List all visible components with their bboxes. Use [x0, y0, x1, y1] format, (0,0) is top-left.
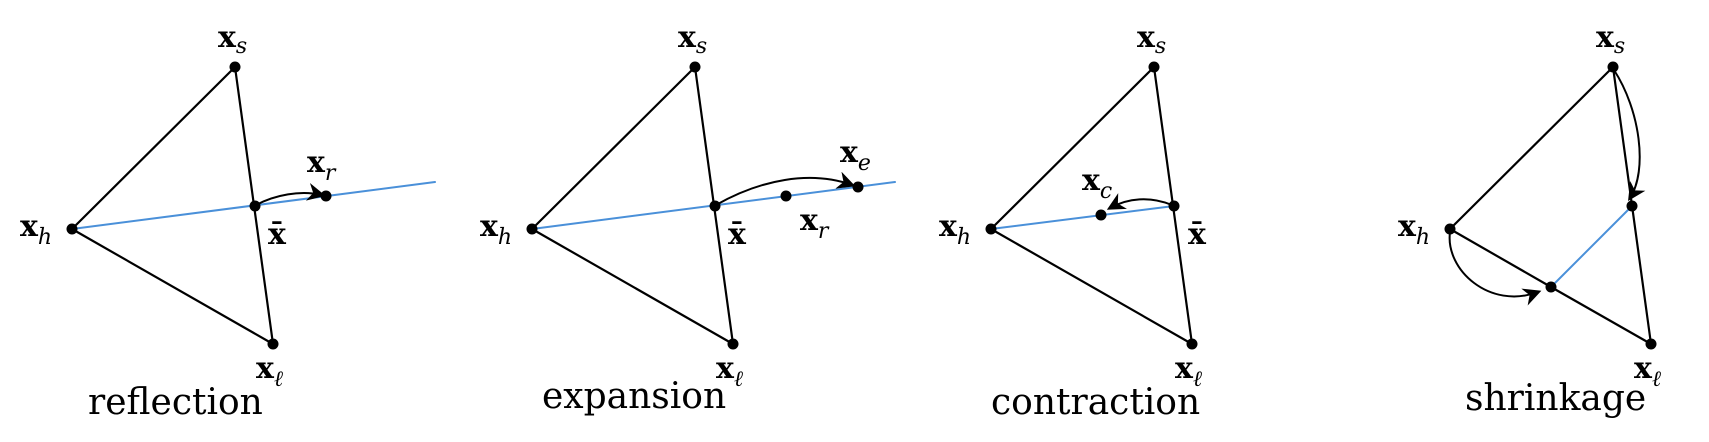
- contraction-arrow: [1106, 193, 1173, 210]
- shrink-edge: [1550, 205, 1633, 288]
- point-centroid: [709, 200, 721, 212]
- label-centroid: x̄: [728, 217, 747, 252]
- reflection-arrow: [255, 183, 326, 206]
- point-shrunk-s: [1626, 200, 1638, 212]
- label-xh: xh: [939, 209, 971, 250]
- edge-mid-l: [1549, 285, 1653, 346]
- shrink-arrow-s: [1613, 69, 1646, 202]
- edge-h-l: [530, 227, 735, 346]
- point-xl: [727, 338, 739, 350]
- expansion-arrow: [715, 171, 856, 206]
- label-xh: xh: [20, 209, 52, 250]
- point-xh: [1444, 223, 1456, 235]
- label-centroid: x̄: [268, 217, 287, 252]
- point-xc: [1095, 209, 1107, 221]
- label-xs: xs: [1596, 20, 1625, 59]
- point-xs: [689, 61, 701, 73]
- panel-shrinkage: xs xh xℓ shrinkage: [1398, 20, 1662, 419]
- label-xs: xs: [1137, 20, 1166, 59]
- label-xl: xℓ: [1175, 351, 1203, 392]
- point-xl: [1645, 338, 1657, 350]
- caption-contraction: contraction: [991, 382, 1200, 423]
- point-xr: [320, 190, 332, 202]
- point-xs: [229, 61, 241, 73]
- edge-h-s: [989, 65, 1156, 231]
- contraction-ray: [990, 205, 1175, 230]
- label-xr: xr: [800, 203, 830, 244]
- shrink-arrow-l: [1448, 231, 1542, 306]
- point-xh: [526, 223, 538, 235]
- edge-h-s: [1448, 65, 1615, 231]
- point-xl: [1186, 338, 1198, 350]
- point-xh: [66, 223, 78, 235]
- label-xl: xℓ: [256, 351, 284, 392]
- caption-shrinkage: shrinkage: [1465, 378, 1646, 419]
- label-centroid: x̄: [1188, 217, 1207, 252]
- label-xe: xe: [840, 135, 871, 176]
- point-centroid: [1168, 200, 1180, 212]
- point-centroid: [249, 200, 261, 212]
- label-xc: xc: [1082, 163, 1112, 204]
- label-xs: xs: [218, 20, 247, 59]
- edge-h-s: [70, 65, 237, 231]
- point-xe: [852, 181, 864, 193]
- edge-h-s: [530, 65, 697, 231]
- caption-expansion: expansion: [542, 376, 726, 417]
- panel-expansion: xs xh xℓ xr xe x̄ expansion: [480, 20, 896, 417]
- point-xl: [267, 338, 279, 350]
- point-xs: [1148, 61, 1160, 73]
- panel-contraction: xs xh xℓ xc x̄ contraction: [939, 20, 1207, 423]
- point-shrunk-l: [1545, 281, 1557, 293]
- caption-reflection: reflection: [88, 382, 263, 423]
- panel-reflection: xs xh xℓ xr x̄ reflection: [20, 20, 436, 423]
- label-xr: xr: [307, 145, 337, 186]
- label-xh: xh: [480, 209, 512, 250]
- point-xs: [1607, 61, 1619, 73]
- edge-h-l: [989, 227, 1194, 346]
- label-xl: xℓ: [1634, 351, 1662, 392]
- label-xs: xs: [678, 20, 707, 59]
- edge-h-mid: [1448, 227, 1553, 289]
- label-xh: xh: [1398, 209, 1430, 250]
- point-xr: [780, 190, 792, 202]
- label-xl: xℓ: [716, 351, 744, 392]
- edge-h-l: [70, 227, 275, 346]
- point-xh: [985, 223, 997, 235]
